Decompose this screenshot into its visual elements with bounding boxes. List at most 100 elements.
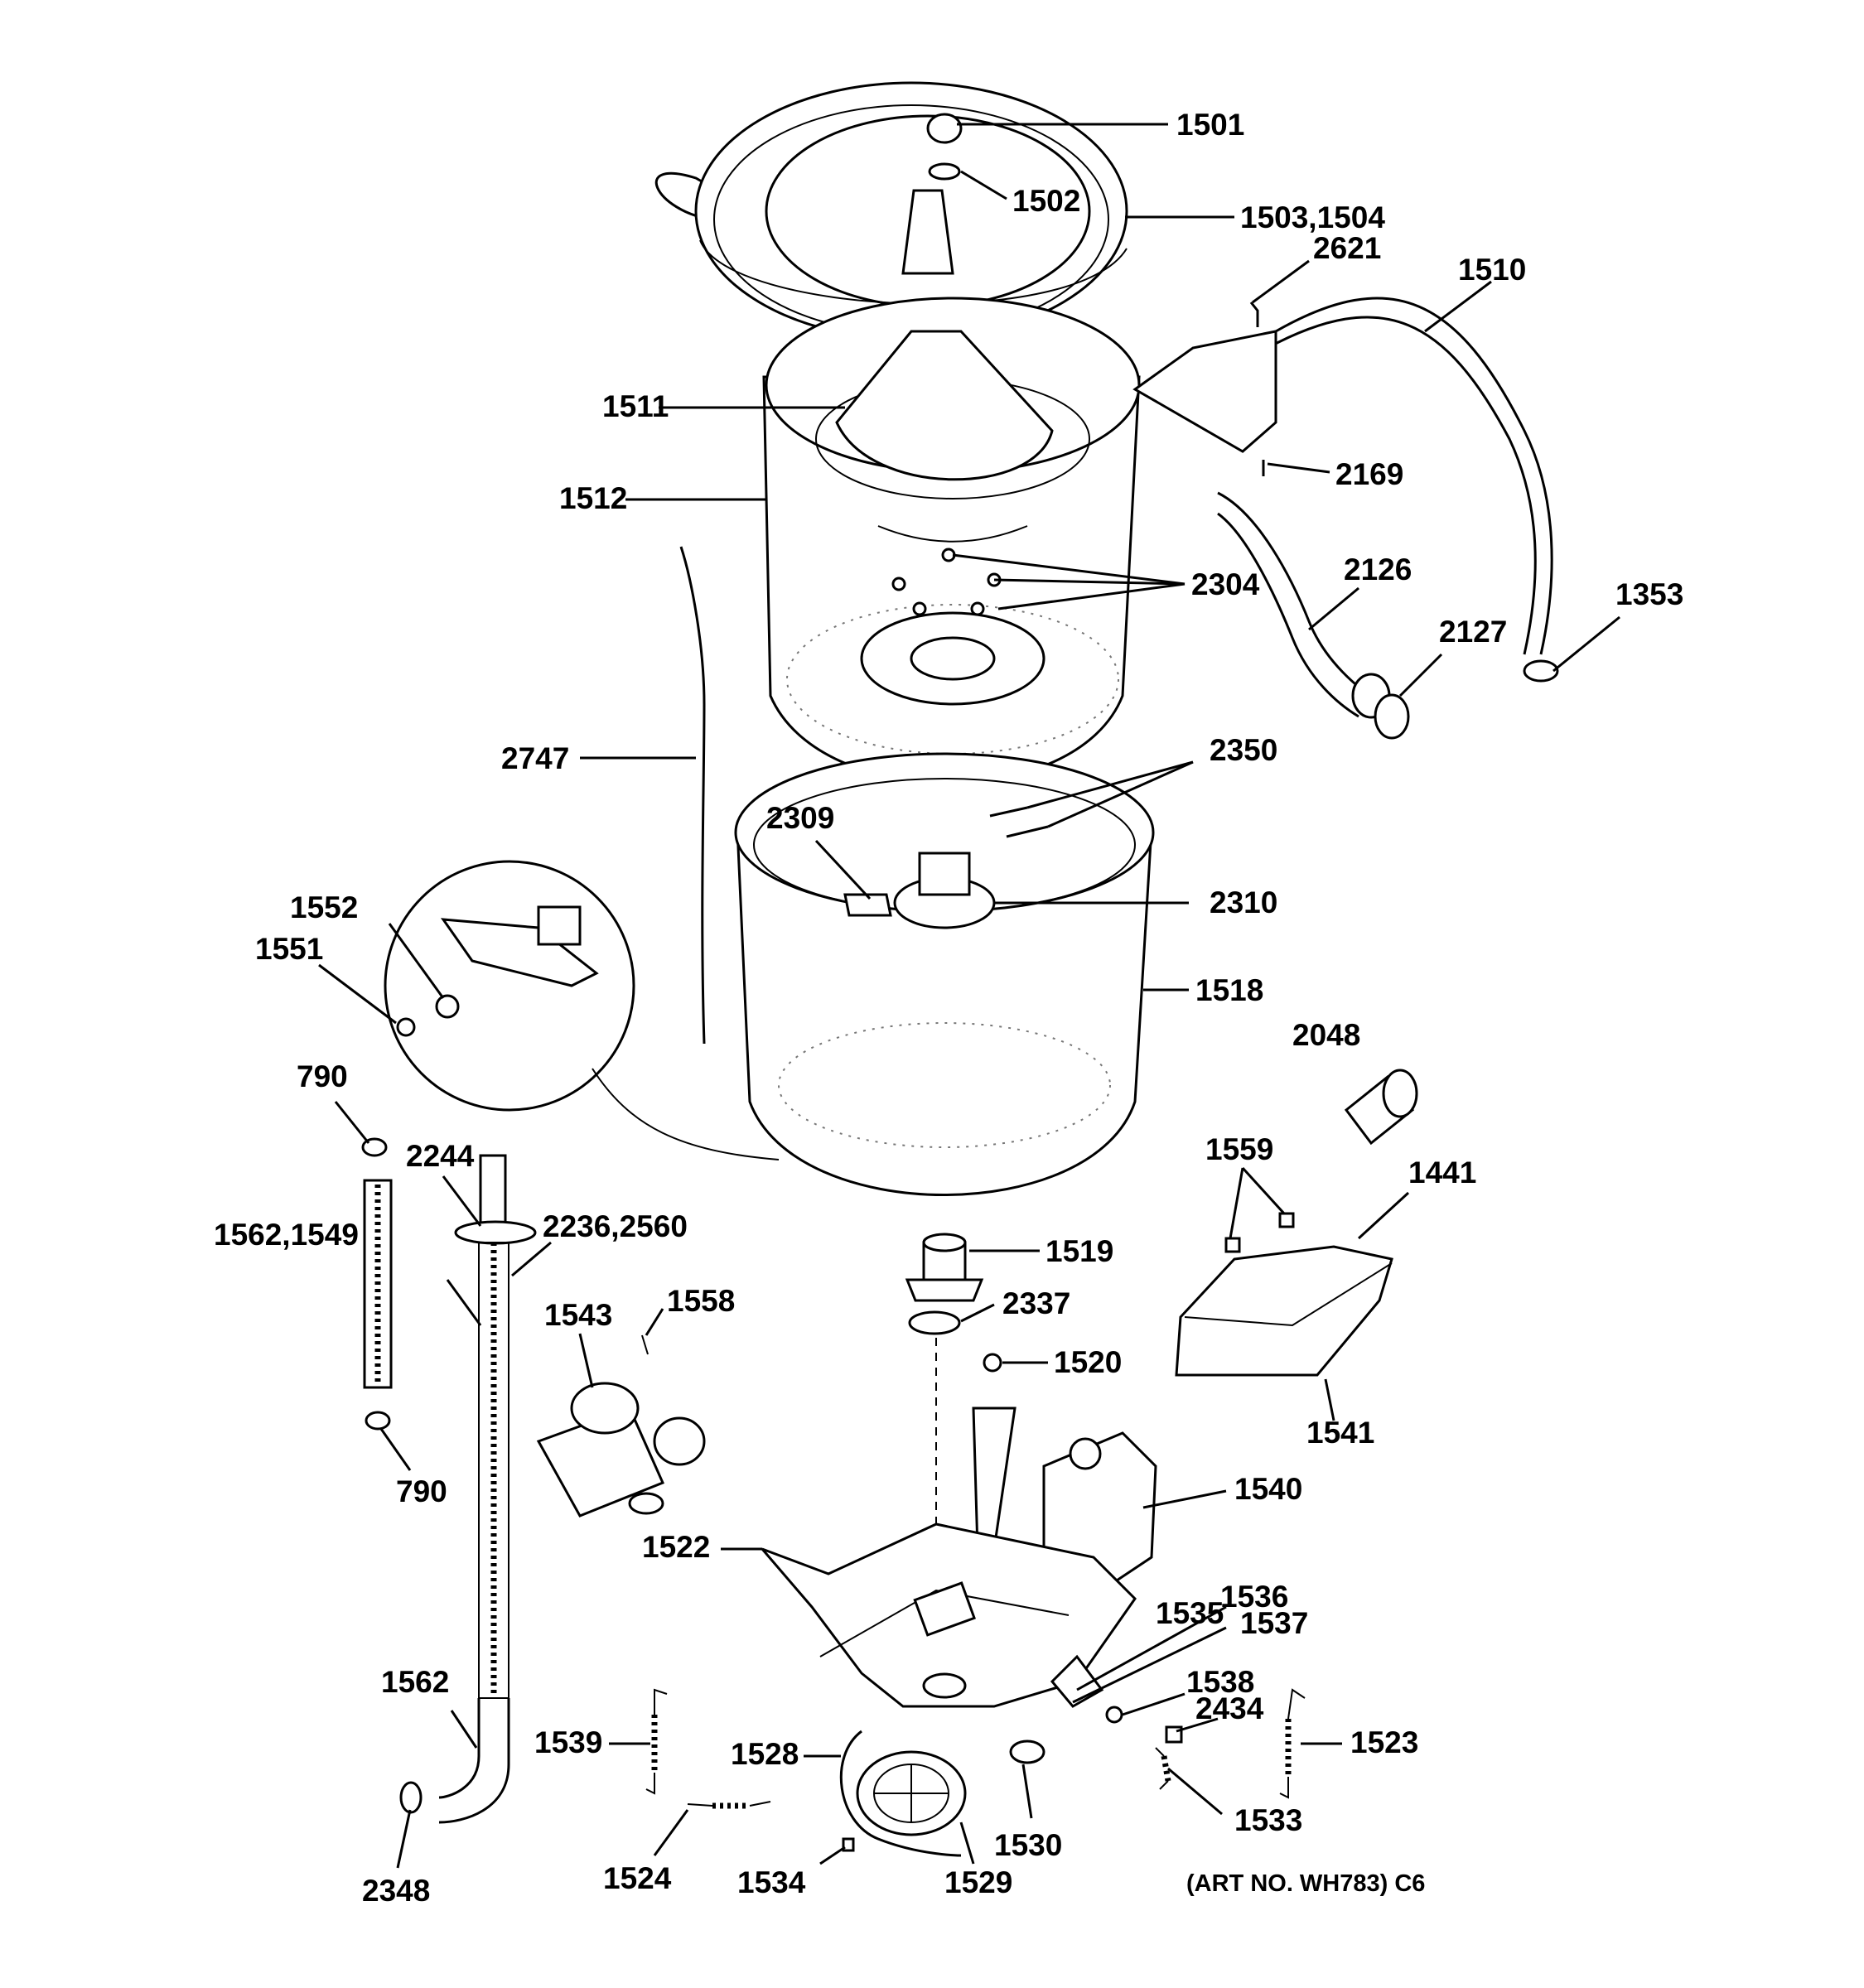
label-1552: 1552: [290, 890, 358, 924]
washer-2337: [908, 1310, 961, 1335]
leader-1510: [1424, 280, 1492, 333]
leader-1530: [1021, 1764, 1033, 1819]
screw-2350: [1006, 825, 1049, 838]
bearing-1519-top: [922, 1233, 967, 1252]
label-2236-2560: 2236,2560: [543, 1209, 688, 1243]
label-2434: 2434: [1195, 1691, 1264, 1725]
leader-2126: [1308, 586, 1359, 631]
hose-1562-edge: [438, 1698, 510, 1824]
screw-2621: [1249, 302, 1259, 327]
leader-2304-b: [993, 578, 1186, 586]
detail-bracket: [440, 918, 599, 987]
outer-tub-bottom-dots: [778, 1022, 1111, 1148]
leader-1558: [645, 1308, 664, 1336]
label-1523: 1523: [1350, 1725, 1418, 1759]
screw: [891, 577, 906, 591]
label-1510: 1510: [1458, 253, 1526, 287]
label-1441: 1441: [1408, 1156, 1476, 1189]
cover-1541: [1175, 1245, 1393, 1377]
leader-1540: [1142, 1489, 1227, 1509]
label-1562: 1562: [381, 1665, 449, 1699]
basket-hub-center: [910, 636, 996, 681]
label-1538: 1538: [1186, 1665, 1254, 1699]
agitator-seal: [928, 162, 961, 181]
label-1528: 1528: [731, 1737, 799, 1771]
motor-cover-assembly: [1175, 1069, 1418, 1377]
frame-1522-edge: [819, 1589, 1070, 1657]
detail-circle: [384, 860, 635, 1112]
label-1524: 1524: [603, 1861, 672, 1895]
frame-center-hole: [913, 1581, 976, 1637]
valve-foot: [628, 1492, 664, 1515]
leader-1535-1537: [1072, 1626, 1227, 1704]
hose-1562: [438, 1698, 480, 1799]
label-2337: 2337: [1002, 1286, 1070, 1320]
screw-1551: [396, 1017, 416, 1037]
label-2126: 2126: [1344, 552, 1412, 586]
fill-hose-1510-edge: [1267, 316, 1537, 655]
part-labels: 1501 1502 1503,1504 2621 1510 1511 2169 …: [214, 108, 1683, 1908]
leader-1441: [1357, 1191, 1410, 1240]
leader-1502: [960, 170, 1007, 200]
leader-2169: [1267, 462, 1330, 474]
leader-2621: [1252, 259, 1310, 304]
outer-tub: [736, 827, 1153, 1196]
label-1533: 1533: [1234, 1803, 1302, 1837]
bracket-2309: [843, 893, 892, 917]
clamp-1353: [1523, 659, 1559, 683]
label-790-top: 790: [297, 1059, 348, 1093]
nut-1538: [1105, 1706, 1123, 1724]
leader-1562: [450, 1710, 478, 1749]
cover-1541-edge: [1184, 1262, 1393, 1327]
basket-assembly: [762, 297, 1141, 784]
fill-nozzle: [1132, 330, 1277, 453]
drain-hose-assembly: [1217, 491, 1410, 740]
label-2304: 2304: [1191, 567, 1260, 601]
leader-lines: [318, 123, 1620, 1869]
leader-1551: [318, 963, 397, 1025]
label-1551: 1551: [255, 932, 323, 966]
motor-and-frame: [761, 1407, 1157, 1724]
label-2747: 2747: [501, 741, 569, 775]
valve-assembly: [536, 1334, 706, 1518]
hose-2126-edge: [1217, 512, 1359, 718]
nut-1559: [1224, 1237, 1241, 1253]
leader-1353: [1553, 615, 1620, 673]
valve-outlet: [653, 1416, 706, 1466]
hose-2747: [679, 546, 706, 1045]
label-1539: 1539: [534, 1725, 602, 1759]
leader-2348: [396, 1809, 412, 1869]
leader-1529: [959, 1822, 975, 1865]
spring-1533: [1161, 1755, 1171, 1782]
label-2048: 2048: [1292, 1018, 1360, 1052]
label-1502: 1502: [1012, 184, 1080, 218]
agitator-cap: [926, 113, 963, 144]
spring-1524-hooks: [687, 1801, 771, 1807]
fill-hose-1510: [1275, 297, 1553, 655]
valve-body: [570, 1382, 640, 1435]
agitator: [835, 330, 1054, 481]
nut-1559: [1278, 1212, 1295, 1228]
leader-1559-b: [1241, 1166, 1286, 1215]
leader-1524: [653, 1809, 689, 1856]
label-1522: 1522: [642, 1530, 710, 1564]
art-number-caption: (ART NO. WH783) C6: [1186, 1870, 1425, 1897]
leader-1552: [388, 923, 445, 999]
label-1558: 1558: [667, 1284, 735, 1318]
leader-2236-2560-b: [446, 1279, 482, 1326]
hose-2236-2560: [478, 1242, 509, 1699]
label-1512: 1512: [559, 481, 627, 515]
screw-1520: [983, 1353, 1002, 1373]
label-1536: 1536: [1220, 1580, 1288, 1614]
label-1520: 1520: [1054, 1345, 1122, 1379]
leader-2434: [1176, 1717, 1219, 1733]
detail-leader: [592, 1068, 780, 1160]
tub-cover-assembly: [654, 81, 1128, 341]
spring-1523-hooks: [1279, 1688, 1306, 1799]
leader-1543: [578, 1333, 594, 1388]
label-1540: 1540: [1234, 1472, 1302, 1506]
label-2348: 2348: [362, 1874, 430, 1908]
label-1501: 1501: [1176, 108, 1244, 142]
drain-hose-left: [361, 1137, 537, 1824]
